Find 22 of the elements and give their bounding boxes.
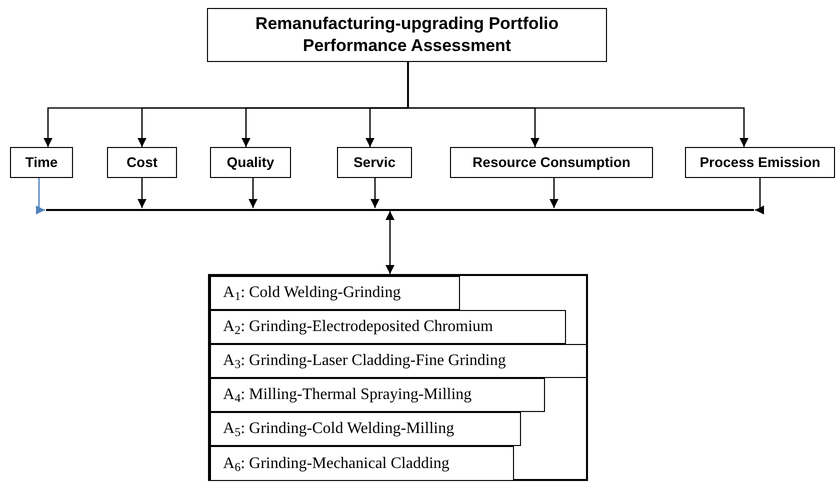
alternative-row: A$_{6}$: Grinding-Mechanical Cladding: [210, 446, 514, 481]
criterion-box: Cost: [107, 147, 177, 178]
criterion-box: Time: [10, 147, 73, 178]
criterion-box: Resource Consumption: [450, 147, 653, 178]
arrow: [36, 178, 45, 214]
arrow: [755, 178, 764, 214]
arrow: [370, 178, 380, 208]
arrow: [407, 62, 748, 147]
alternative-row: A$_{5}$: Grinding-Cold Welding-Milling: [210, 412, 521, 446]
arrow: [550, 178, 558, 208]
title-box: Remanufacturing-upgrading Portfolio Performance Assessment: [207, 8, 607, 62]
alternative-row: A$_{1}$: Cold Welding-Grinding: [210, 276, 460, 310]
criterion-box: Process Emission: [685, 147, 835, 178]
alternative-row: A$_{4}$: Milling-Thermal Spraying-Milling: [210, 378, 545, 412]
alternative-row: A$_{2}$: Grinding-Electrodeposited Chromium: [210, 310, 566, 344]
criterion-box: Quality: [210, 147, 291, 178]
arrow: [386, 211, 394, 274]
arrow: [248, 178, 258, 208]
arrow: [138, 178, 146, 208]
criterion-box: Servic: [337, 147, 412, 178]
portfolio-box: [208, 274, 588, 481]
alternative-row: A$_{3}$: Grinding-Laser Cladding-Fine Grinding: [210, 344, 587, 378]
